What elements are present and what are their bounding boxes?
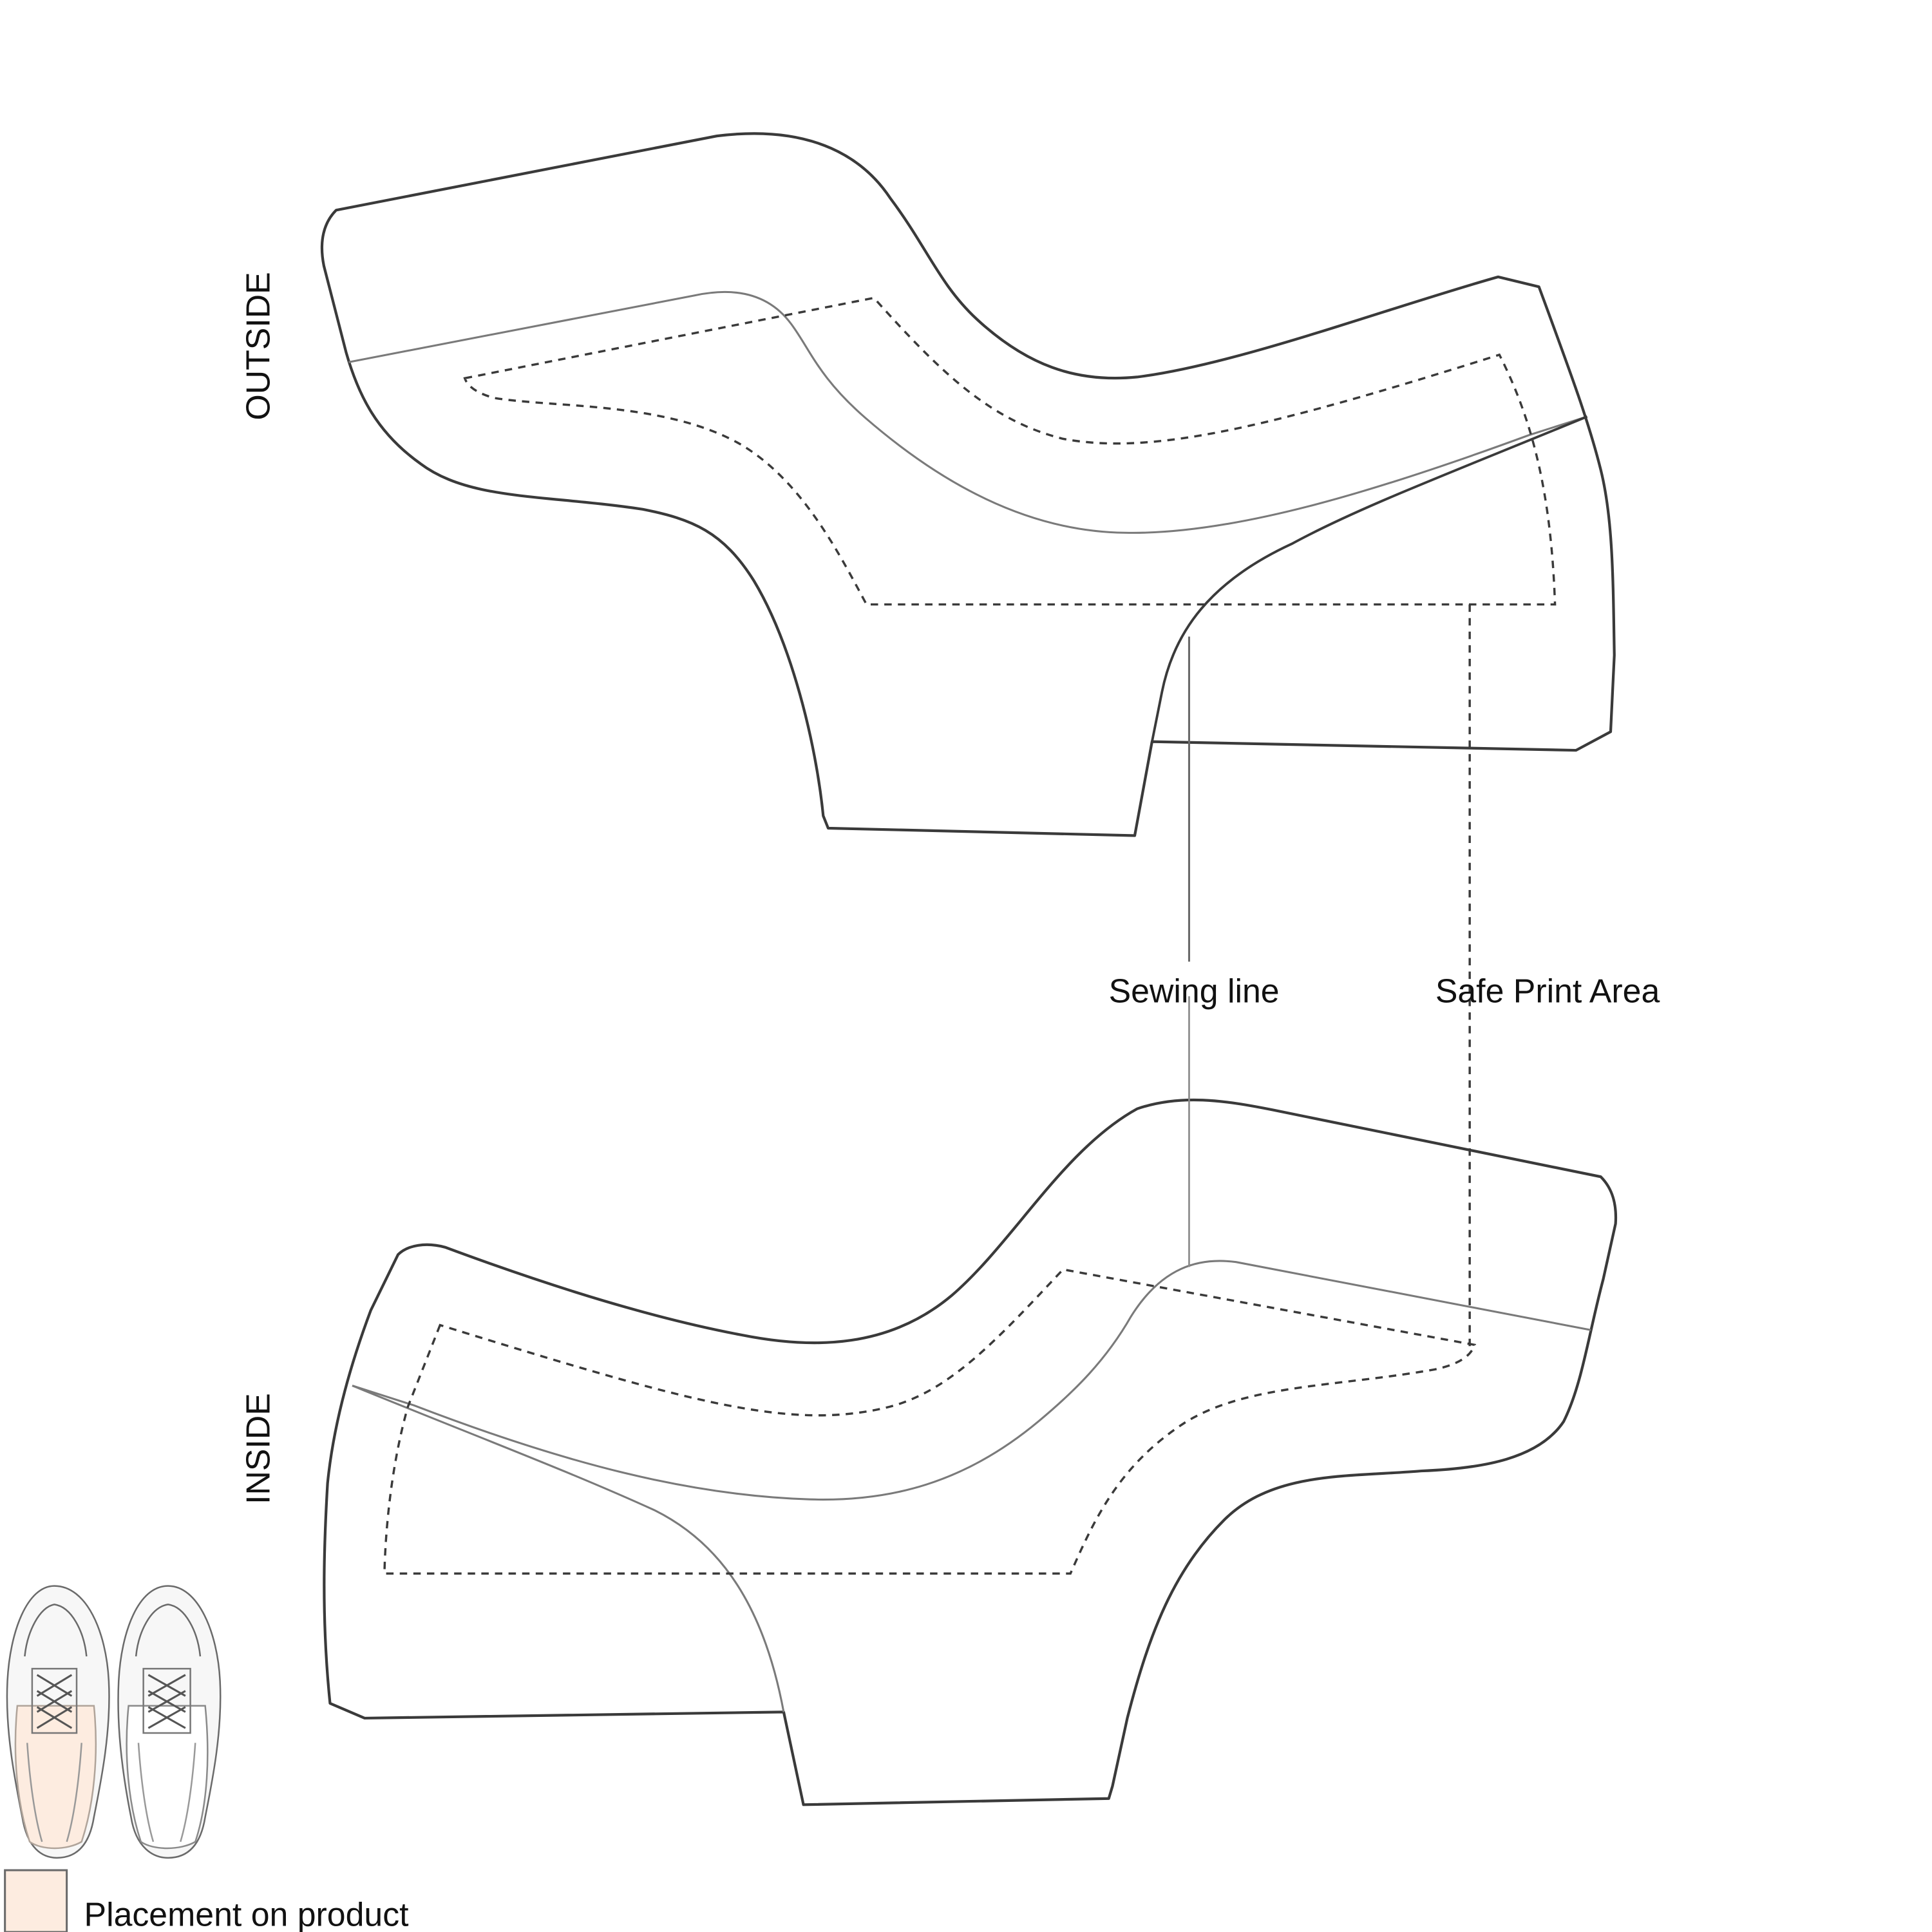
outside-label: OUTSIDE: [239, 272, 276, 420]
sneakers-top-view-icon: [6, 1585, 222, 1859]
inside-safe-print-area: [383, 1268, 1477, 1575]
inside-panel: [323, 1098, 1618, 1806]
safe-print-area-label: Safe Print Area: [1435, 972, 1660, 1010]
inside-cut-outline: [323, 1098, 1618, 1806]
outside-panel: [320, 132, 1616, 837]
inside-label: INSIDE: [239, 1393, 276, 1504]
placement-swatch: [4, 1869, 68, 1932]
inside-sewing-line-heel: [352, 1385, 785, 1712]
outside-cut-outline: [320, 132, 1616, 837]
sewing-line-label: Sewing line: [1109, 972, 1280, 1010]
outside-sewing-line-heel: [1150, 415, 1588, 743]
outside-safe-print-area: [463, 296, 1557, 606]
inside-sewing-line: [352, 1260, 1591, 1501]
legend-label: Placement on product: [84, 1895, 410, 1932]
outside-sewing-line: [348, 290, 1587, 534]
